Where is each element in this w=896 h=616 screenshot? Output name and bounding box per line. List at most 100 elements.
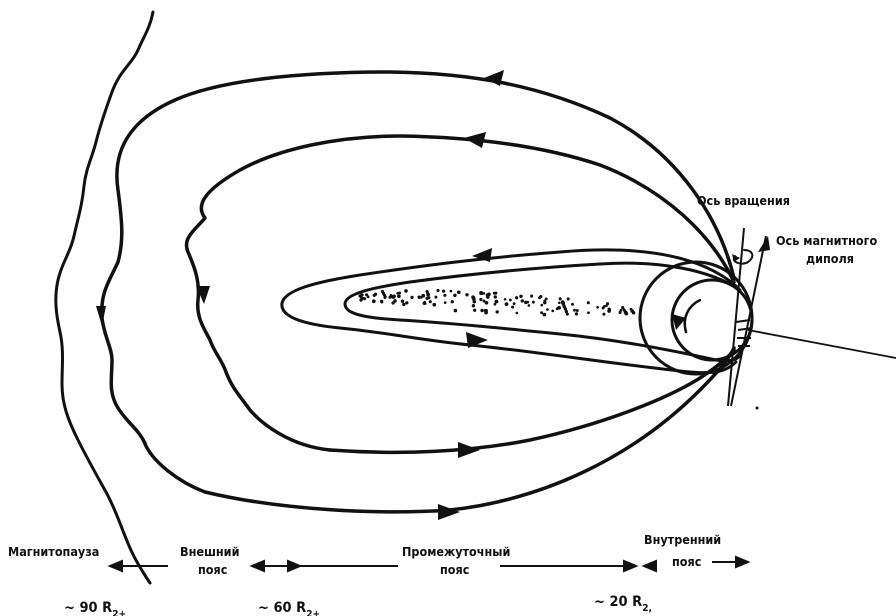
plasma-dot xyxy=(602,313,605,316)
plasma-dot xyxy=(521,299,524,302)
plasma-dot xyxy=(515,296,518,299)
plasma-dot xyxy=(397,294,401,298)
plasma-dot xyxy=(515,312,518,315)
plasma-dot xyxy=(383,296,386,299)
plasma-dot xyxy=(465,293,468,296)
plasma-dot xyxy=(454,309,458,313)
plasma-dot xyxy=(485,301,489,305)
plasma-dot xyxy=(526,301,529,304)
plasma-dot xyxy=(632,311,636,315)
planet-inner-arc xyxy=(685,300,700,332)
plasma-dot xyxy=(587,301,590,304)
plasma-dot xyxy=(624,311,628,315)
plasma-dot xyxy=(450,290,453,293)
plasma-dot xyxy=(429,300,432,303)
plasma-dot xyxy=(573,309,576,312)
outer-belt-label-line2: пояс xyxy=(198,562,227,577)
plasma-dot xyxy=(380,301,383,304)
plasma-dot xyxy=(472,298,476,302)
plasma-dot xyxy=(559,297,562,300)
dipole-axis-arrowhead xyxy=(758,236,770,252)
plasma-dot xyxy=(392,295,396,299)
plasma-dot xyxy=(453,294,456,297)
plasma-dot xyxy=(398,292,401,295)
plasma-dot xyxy=(421,294,424,297)
plasma-dot xyxy=(423,302,426,305)
plasma-dot xyxy=(576,309,579,312)
small-dot xyxy=(756,407,759,410)
plasma-dot xyxy=(540,311,543,314)
plasma-dot xyxy=(620,309,623,312)
plasma-dot xyxy=(538,296,541,299)
plasma-dot xyxy=(557,306,561,310)
plasma-dot xyxy=(567,297,570,300)
plasma-dot xyxy=(404,289,408,293)
plasma-dot xyxy=(511,306,514,309)
plasma-dot xyxy=(360,296,363,299)
plasma-dot xyxy=(367,295,370,298)
plasma-dot xyxy=(473,309,476,312)
plasma-dot xyxy=(451,300,454,303)
plasma-dot xyxy=(480,309,483,312)
plasma-dot xyxy=(596,306,599,309)
distance-60: ~ 60 R2+ xyxy=(258,600,320,616)
plasma-dot xyxy=(495,300,498,303)
plasma-dot xyxy=(551,310,554,313)
plasma-dot xyxy=(495,310,498,313)
plasma-dot xyxy=(410,296,413,299)
arrow-outer-bottom xyxy=(438,504,460,520)
plasma-dot xyxy=(457,290,461,294)
plasma-dot xyxy=(606,302,609,305)
plasma-dot xyxy=(563,305,566,308)
distance-20: ~ 20 R2, xyxy=(594,594,652,614)
plasma-dot xyxy=(485,309,488,312)
inner-belt-label-line2: пояс xyxy=(672,554,701,569)
middle-belt-label-line2: пояс xyxy=(440,562,469,577)
plasma-dot xyxy=(566,313,569,316)
plasma-dot xyxy=(558,301,561,304)
plasma-dot xyxy=(530,295,533,298)
inner-belt-label-line1: Внутренний xyxy=(644,532,721,547)
plasma-dot xyxy=(571,303,574,306)
plasma-dot xyxy=(401,299,404,302)
rotation-axis-label: Ось вращения xyxy=(697,193,790,208)
plasma-dot xyxy=(603,305,606,308)
plasma-dot xyxy=(434,296,437,299)
plasma-dot xyxy=(587,311,590,314)
plasma-dot xyxy=(505,302,509,306)
plasma-dot xyxy=(546,308,549,311)
outer-belt-label-line1: Внешний xyxy=(180,544,239,559)
plasma-dot xyxy=(532,301,535,304)
plasma-dot xyxy=(519,295,522,298)
dipole-axis-label-line1: Ось магнитного xyxy=(776,233,877,248)
field-line-outer-bottom xyxy=(205,348,734,512)
plasma-dot xyxy=(543,313,547,317)
distance-90: ~ 90 R2+ xyxy=(64,600,126,616)
plasma-dot xyxy=(363,297,366,300)
plasma-dot xyxy=(540,304,543,307)
plasma-dot xyxy=(374,293,377,296)
plasma-dot xyxy=(427,296,430,299)
rotation-arrowhead xyxy=(732,254,740,262)
plasma-dot xyxy=(494,295,497,298)
plasma-dot xyxy=(504,298,507,301)
plasma-dot xyxy=(479,298,482,301)
plasma-dot xyxy=(479,291,483,295)
plasma-dot xyxy=(513,302,516,305)
plasma-dot xyxy=(359,298,362,301)
plasma-dot xyxy=(444,301,447,304)
plasma-dot xyxy=(372,299,376,303)
plasma-sheet xyxy=(358,289,635,316)
plasma-dot xyxy=(426,293,430,297)
plasma-dot xyxy=(575,312,578,315)
plasma-dot xyxy=(543,301,546,304)
plasma-dot xyxy=(472,304,475,307)
plasma-dot xyxy=(390,294,393,297)
sun-direction-line xyxy=(748,330,896,358)
arrow-middle-bottom xyxy=(458,442,480,458)
field-line-middle-bottom xyxy=(330,350,734,452)
plasma-dot xyxy=(545,297,548,300)
plasma-dot xyxy=(402,303,405,306)
plasma-dot xyxy=(432,303,436,307)
